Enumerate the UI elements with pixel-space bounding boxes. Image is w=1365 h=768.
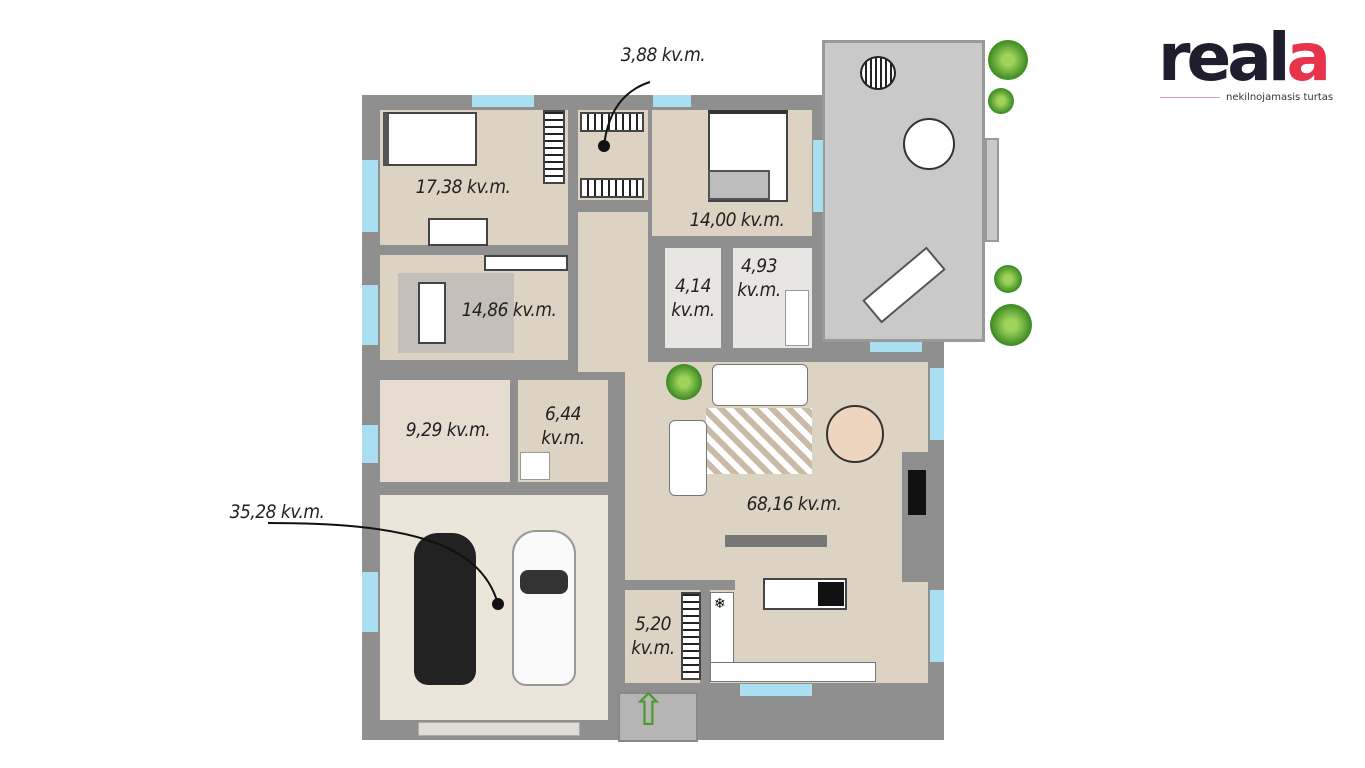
plant-icon (666, 364, 702, 400)
bathtub (785, 290, 809, 346)
window (472, 95, 534, 107)
desk (428, 218, 488, 246)
entrance-step (618, 692, 698, 742)
corridor (578, 212, 648, 372)
fireplace-insert (908, 470, 926, 515)
kitchen-counter (710, 662, 876, 682)
dining-table (826, 405, 884, 463)
closet-rack (580, 178, 644, 198)
area-label-garage: 35,28 kv.m. (229, 501, 325, 523)
area-label-living: 68,16 kv.m. (746, 493, 842, 515)
garage-leader (267, 522, 499, 605)
snowflake-icon: ❄ (714, 596, 726, 612)
window (870, 342, 922, 352)
closet-leader (603, 81, 651, 147)
shower (520, 452, 550, 480)
grill (860, 56, 896, 90)
shelf (484, 255, 568, 271)
hall-wall-top (625, 580, 735, 590)
bed-blanket (708, 170, 770, 200)
rug (398, 273, 514, 353)
window (362, 285, 378, 345)
garage-marker (492, 598, 504, 610)
garage-door (418, 722, 580, 736)
terrace-step (985, 138, 999, 242)
area-label-office: 14,86 kv.m. (461, 299, 557, 321)
window (653, 95, 691, 107)
counter (725, 535, 827, 547)
office-desk (418, 282, 446, 344)
single-bed (383, 112, 477, 166)
wardrobe (543, 110, 565, 184)
window (930, 590, 944, 662)
tree-icon (990, 304, 1032, 346)
window (362, 160, 378, 232)
terrace-table (903, 118, 955, 170)
car-windshield (520, 570, 568, 594)
logo-divider (1160, 97, 1220, 98)
room-small (380, 380, 510, 482)
car-white (512, 530, 576, 686)
area-label-room: 9,29 kv.m. (405, 419, 491, 441)
tree-icon (988, 40, 1028, 80)
hall-wall (700, 580, 710, 683)
corridor-link (578, 362, 638, 372)
entrance-arrow-icon: ⇧ (630, 685, 667, 736)
armchair (669, 420, 707, 496)
window (362, 572, 378, 632)
tree-icon (994, 265, 1022, 293)
window (930, 368, 944, 440)
window (813, 140, 823, 212)
cooktop (818, 582, 844, 606)
closet-marker (598, 140, 610, 152)
area-label-closet: 3,88 kv.m. (620, 44, 706, 66)
tree-icon (988, 88, 1014, 114)
area-label-bedroom-1: 17,38 kv.m. (415, 176, 511, 198)
window (362, 425, 378, 463)
window (740, 684, 812, 696)
area-label-bedroom-2: 14,00 kv.m. (689, 209, 785, 231)
closet-rack (580, 112, 644, 132)
brand-tagline: nekilnojamasis turtas (1226, 92, 1334, 103)
shoe-rack (681, 592, 701, 680)
wc (665, 248, 721, 348)
sofa (712, 364, 808, 406)
rug-chevron (706, 408, 812, 474)
brand-logo: reala (1158, 19, 1331, 96)
